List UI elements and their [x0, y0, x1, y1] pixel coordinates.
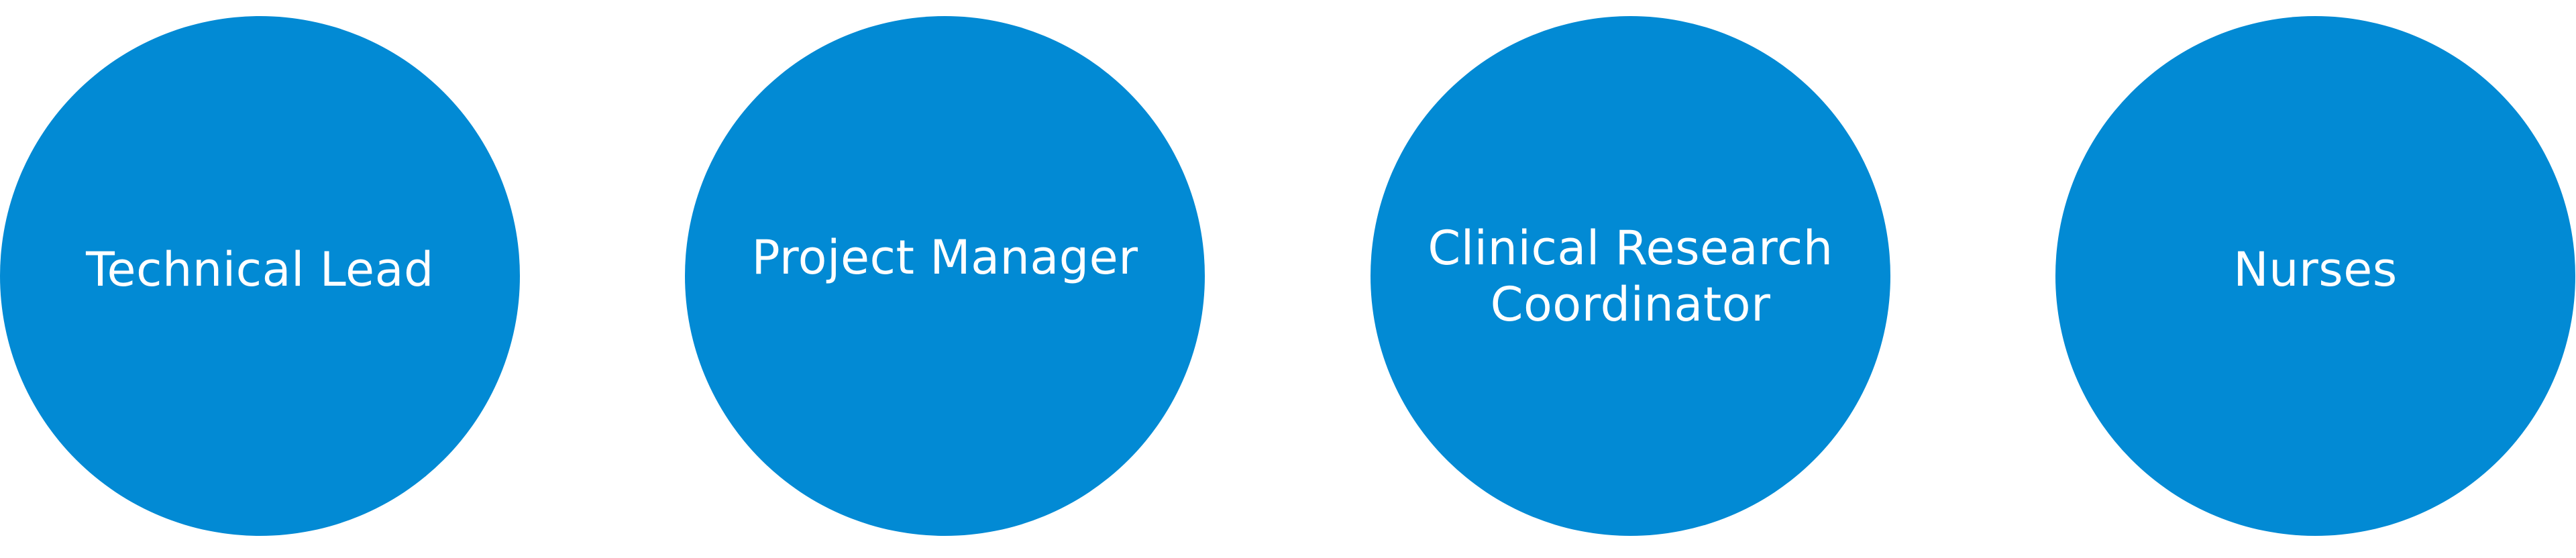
- role-circle-technical-lead: Technical Lead: [0, 16, 520, 536]
- role-circle-project-manager: Project Manager: [685, 16, 1205, 536]
- role-label: Clinical Research Coordinator: [1428, 220, 1833, 332]
- role-circle-nurses: Nurses: [2055, 16, 2575, 536]
- role-circle-clinical-research-coordinator: Clinical Research Coordinator: [1371, 16, 1890, 536]
- role-label: Project Manager: [751, 229, 1138, 285]
- role-label: Nurses: [2233, 241, 2398, 297]
- role-label: Technical Lead: [86, 241, 434, 297]
